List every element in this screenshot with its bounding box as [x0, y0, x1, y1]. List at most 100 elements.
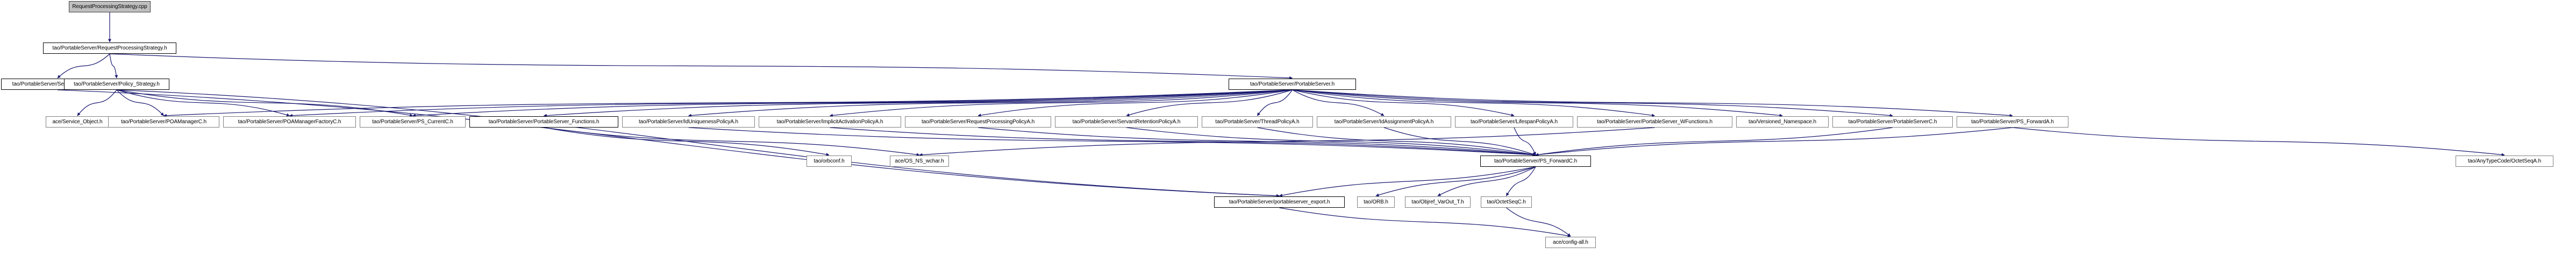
graph-node-label: tao/OctetSeqC.h	[1487, 199, 1526, 205]
graph-node-label: ace/Service_Object.h	[52, 118, 103, 125]
graph-node[interactable]: tao/PortableServer/ServantRetentionPolic…	[1055, 116, 1198, 128]
graph-node-label: tao/PortableServer/ImplicitActivationPol…	[776, 118, 883, 125]
graph-node-label: tao/PortableServer/PS_CurrentC.h	[372, 118, 453, 125]
graph-node[interactable]: ace/config-all.h	[1545, 237, 1596, 248]
graph-edge	[77, 89, 117, 116]
graph-node[interactable]: tao/PortableServer/ThreadPolicyA.h	[1202, 116, 1313, 128]
graph-node[interactable]: tao/PortableServer/PortableServer_WFunct…	[1577, 116, 1732, 128]
graph-node[interactable]: tao/PortableServer/ImplicitActivationPol…	[759, 116, 901, 128]
graph-node[interactable]: tao/PortableServer/PS_ForwardA.h	[1957, 116, 2068, 128]
graph-edge	[919, 127, 1655, 157]
graph-node-label: tao/Objref_VarOut_T.h	[1411, 199, 1464, 205]
graph-node[interactable]: tao/PortableServer/LifespanPolicyA.h	[1455, 116, 1573, 128]
graph-node[interactable]: tao/PortableServer/PS_CurrentC.h	[360, 116, 466, 128]
graph-node-label: tao/PortableServer/portableserver_export…	[1229, 199, 1330, 205]
graph-edge	[830, 127, 1536, 157]
graph-node[interactable]: tao/PortableServer/IdUniquenessPolicyA.h	[622, 116, 755, 128]
graph-node[interactable]: tao/OctetSeqC.h	[1481, 196, 1532, 208]
graph-node[interactable]: tao/PortableServer/POAManagerFactoryC.h	[223, 116, 356, 128]
graph-edge	[1383, 127, 1536, 156]
graph-edge	[1292, 89, 1783, 117]
graph-node-label: RequestProcessingStrategy.cpp	[72, 3, 147, 10]
graph-edge	[544, 127, 830, 157]
graph-edge	[1375, 166, 1536, 197]
graph-node-label: tao/PortableServer/PortableServer_Functi…	[488, 118, 600, 125]
graph-node[interactable]: tao/PortableServer/Policy_Strategy.h	[64, 79, 169, 90]
graph-node-label: ace/OS_NS_wchar.h	[895, 158, 944, 164]
graph-edge	[1437, 166, 1536, 196]
graph-node-label: tao/ORB.h	[1364, 199, 1388, 205]
graph-edge	[2012, 127, 2505, 157]
graph-edge	[1279, 207, 1571, 238]
graph-node[interactable]: ace/OS_NS_wchar.h	[890, 156, 949, 167]
graph-node[interactable]: tao/PortableServer/RequestProcessingPoli…	[905, 116, 1051, 128]
graph-node[interactable]: tao/PortableServer/PortableServer.h	[1229, 79, 1356, 90]
graph-node[interactable]: tao/ORB.h	[1357, 196, 1395, 208]
graph-node-label: tao/PortableServer/RequestProcessingPoli…	[921, 118, 1035, 125]
graph-edge	[688, 89, 1293, 117]
graph-edge	[116, 89, 164, 116]
graph-edge	[163, 89, 1293, 117]
graph-edge	[543, 89, 1293, 117]
graph-node-label: tao/PortableServer/POAManagerC.h	[120, 118, 207, 125]
graph-edge	[1506, 207, 1571, 237]
graph-node[interactable]: tao/orbconf.h	[807, 156, 852, 167]
graph-edge	[289, 89, 1293, 117]
graph-edge	[1535, 127, 1893, 157]
graph-node[interactable]: tao/PortableServer/PS_ForwardC.h	[1480, 156, 1591, 167]
graph-edge	[1279, 166, 1536, 197]
graph-edge	[57, 89, 1280, 197]
graph-node[interactable]: tao/PortableServer/PortableServer_Functi…	[469, 116, 618, 128]
graph-node[interactable]: tao/Objref_VarOut_T.h	[1405, 196, 1471, 208]
graph-edge	[688, 127, 1536, 157]
graph-edge	[1292, 89, 1656, 117]
graph-edge	[1535, 127, 2013, 157]
graph-node-label: tao/Versioned_Namespace.h	[1749, 118, 1816, 125]
graph-node[interactable]: ace/Service_Object.h	[46, 116, 109, 128]
graph-edge	[116, 89, 290, 117]
graph-edge	[1292, 89, 1893, 117]
graph-node-label: tao/orbconf.h	[814, 158, 845, 164]
graph-node[interactable]: tao/PortableServer/IdAssignmentPolicyA.h	[1317, 116, 1451, 128]
graph-node-label: tao/PortableServer/Policy_Strategy.h	[74, 81, 160, 87]
graph-node[interactable]: tao/PortableServer/RequestProcessingStra…	[43, 43, 176, 54]
graph-node-label: tao/PortableServer/PS_ForwardC.h	[1494, 158, 1578, 164]
graph-edge	[1126, 127, 1536, 157]
graph-edge	[829, 89, 1293, 117]
graph-node[interactable]: RequestProcessingStrategy.cpp	[69, 1, 151, 12]
graph-node-label: tao/PortableServer/POAManagerFactoryC.h	[238, 118, 341, 125]
graph-edge	[1257, 127, 1536, 156]
graph-edge	[1292, 89, 1515, 117]
graph-edge	[1514, 127, 1536, 156]
graph-node[interactable]: tao/PortableServer/portableserver_export…	[1214, 196, 1345, 208]
graph-edge	[977, 89, 1293, 117]
graph-edge	[1126, 89, 1293, 117]
graph-edge	[57, 53, 110, 79]
graph-node-label: tao/PortableServer/IdAssignmentPolicyA.h	[1334, 118, 1434, 125]
graph-edge	[109, 53, 1293, 80]
graph-node[interactable]: tao/PortableServer/PortableServerC.h	[1832, 116, 1953, 128]
graph-edge	[1292, 89, 2013, 117]
graph-node-label: tao/PortableServer/PortableServer.h	[1250, 81, 1335, 87]
graph-node[interactable]: tao/AnyTypeCode/OctetSeqA.h	[2456, 156, 2553, 167]
graph-edge	[109, 53, 118, 79]
graph-edge	[977, 127, 1536, 157]
graph-node-label: tao/PortableServer/ServantRetentionPolic…	[1072, 118, 1181, 125]
graph-node-label: tao/PortableServer/PortableServer_WFunct…	[1597, 118, 1712, 125]
graph-node-label: tao/PortableServer/RequestProcessingStra…	[52, 45, 167, 51]
graph-node-label: tao/PortableServer/LifespanPolicyA.h	[1470, 118, 1558, 125]
graph-edge	[116, 89, 1280, 197]
graph-node-label: tao/PortableServer/ThreadPolicyA.h	[1215, 118, 1300, 125]
graph-node-label: ace/config-all.h	[1553, 239, 1588, 245]
graph-node-label: tao/PortableServer/IdUniquenessPolicyA.h	[639, 118, 738, 125]
graph-node[interactable]: tao/PortableServer/POAManagerC.h	[108, 116, 219, 128]
graph-node-label: tao/PortableServer/PortableServerC.h	[1848, 118, 1937, 125]
graph-edge	[1257, 89, 1293, 116]
graph-edge	[1505, 166, 1536, 196]
graph-edge	[412, 89, 1293, 117]
graph-node-label: tao/AnyTypeCode/OctetSeqA.h	[2467, 158, 2542, 164]
graph-edge	[1292, 89, 1385, 116]
graph-node[interactable]: tao/Versioned_Namespace.h	[1736, 116, 1829, 128]
